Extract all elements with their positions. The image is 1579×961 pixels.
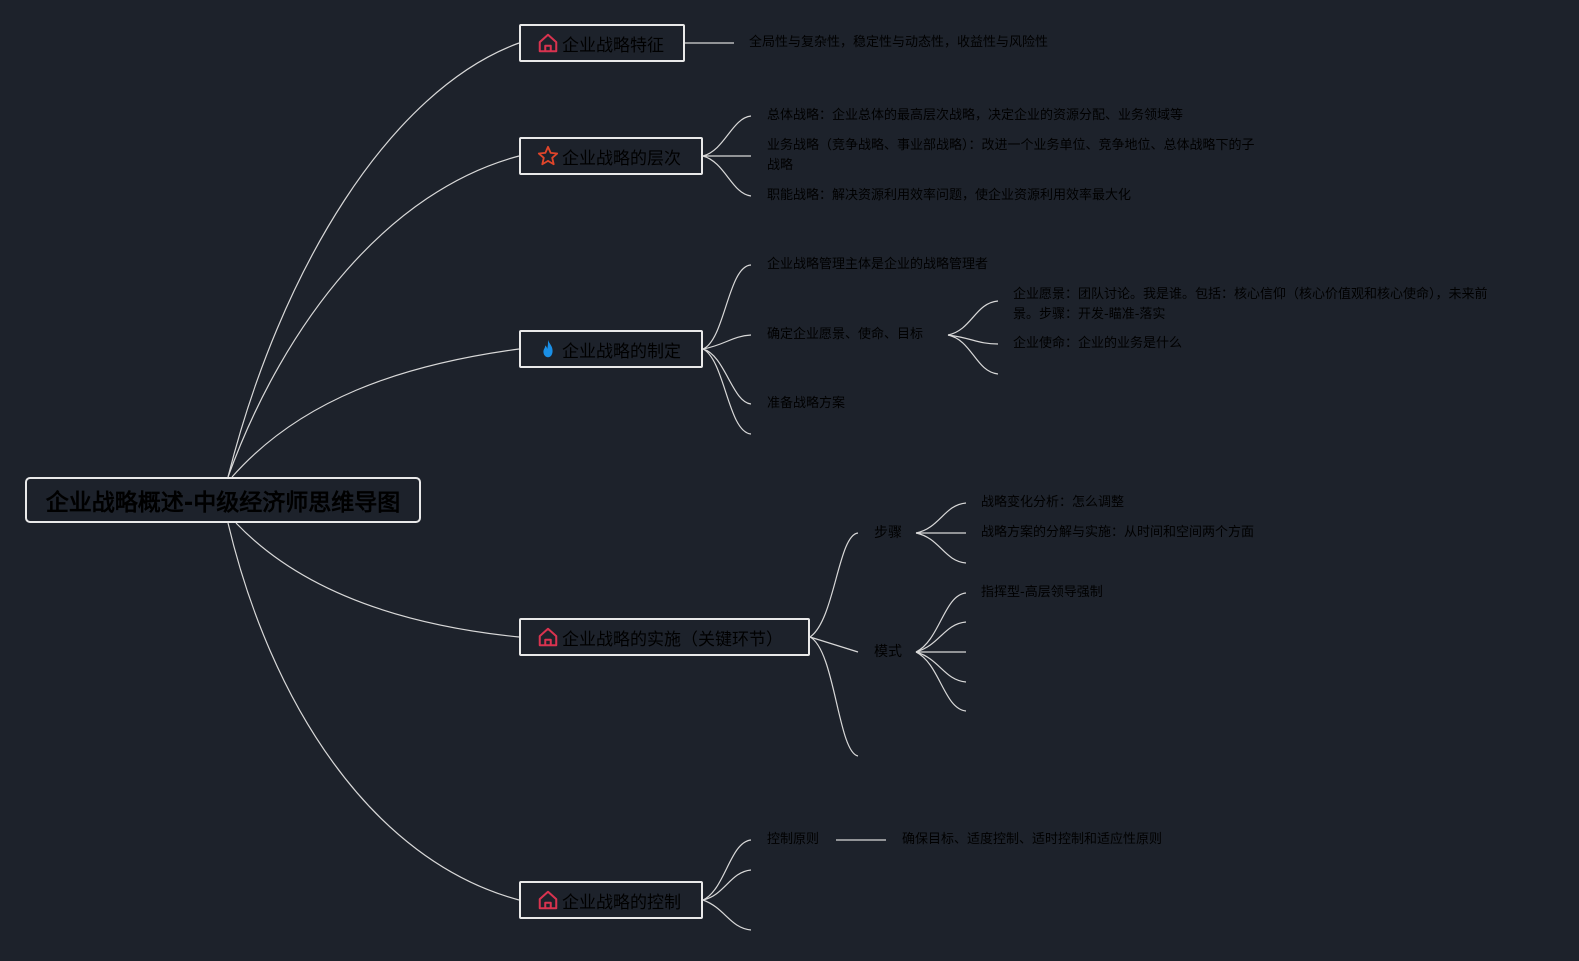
root-topic[interactable]: 企业战略概述-中级经济师思维导图 (25, 477, 421, 523)
branch-implementation[interactable]: 企业战略的实施（关键环节） (519, 618, 810, 656)
formulation-item: 确定企业愿景、使命、目标 (767, 327, 924, 342)
implementation-steps-node: 步骤 (874, 525, 902, 541)
branch-formulation[interactable]: 企业战略的制定 (519, 330, 703, 368)
house-icon (538, 33, 558, 53)
branch-features-label: 企业战略特征 (562, 35, 664, 56)
formulation-item: 企业战略管理主体是企业的战略管理者 (767, 257, 989, 272)
formulation-item: 准备战略方案 (767, 396, 846, 411)
formulation-subitem: 企业使命：企业的业务是什么 (1013, 336, 1183, 351)
root-topic-label: 企业战略概述-中级经济师思维导图 (45, 490, 401, 516)
mode-item: 指挥型-高层领导强制 (981, 585, 1103, 600)
house-icon (538, 890, 558, 910)
control-principle-node: 控制原则 (767, 832, 820, 847)
branch-levels-label: 企业战略的层次 (562, 148, 681, 169)
branch-control[interactable]: 企业战略的控制 (519, 881, 703, 919)
control-principle-item: 确保目标、适度控制、适时控制和适应性原则 (902, 832, 1163, 847)
branch-formulation-label: 企业战略的制定 (562, 341, 681, 362)
branch-control-label: 企业战略的控制 (562, 892, 681, 913)
implementation-modes-node: 模式 (874, 644, 902, 660)
flame-icon (543, 339, 553, 358)
house-icon (538, 627, 558, 647)
step-item: 战略方案的分解与实施：从时间和空间两个方面 (981, 525, 1255, 540)
feature-item: 全局性与复杂性，稳定性与动态性，收益性与风险性 (749, 35, 1049, 50)
step-item: 战略变化分析：怎么调整 (981, 495, 1125, 510)
branch-levels[interactable]: 企业战略的层次 (519, 137, 703, 175)
branch-features[interactable]: 企业战略特征 (519, 24, 685, 62)
level-item: 总体战略：企业总体的最高层次战略，决定企业的资源分配、业务领域等 (767, 108, 1184, 123)
branch-implementation-label: 企业战略的实施（关键环节） (562, 629, 783, 650)
level-item: 职能战略：解决资源利用效率问题，使企业资源利用效率最大化 (767, 188, 1132, 203)
formulation-subitem: 企业愿景：团队讨论。我是谁。包括：核心信仰（核心价值观和核心使命），未来前景。步… (1013, 287, 1488, 322)
star-icon (537, 145, 559, 166)
level-item: 业务战略（竞争战略、事业部战略）：改进一个业务单位、竞争地位、总体战略下的子战略 (767, 138, 1255, 173)
